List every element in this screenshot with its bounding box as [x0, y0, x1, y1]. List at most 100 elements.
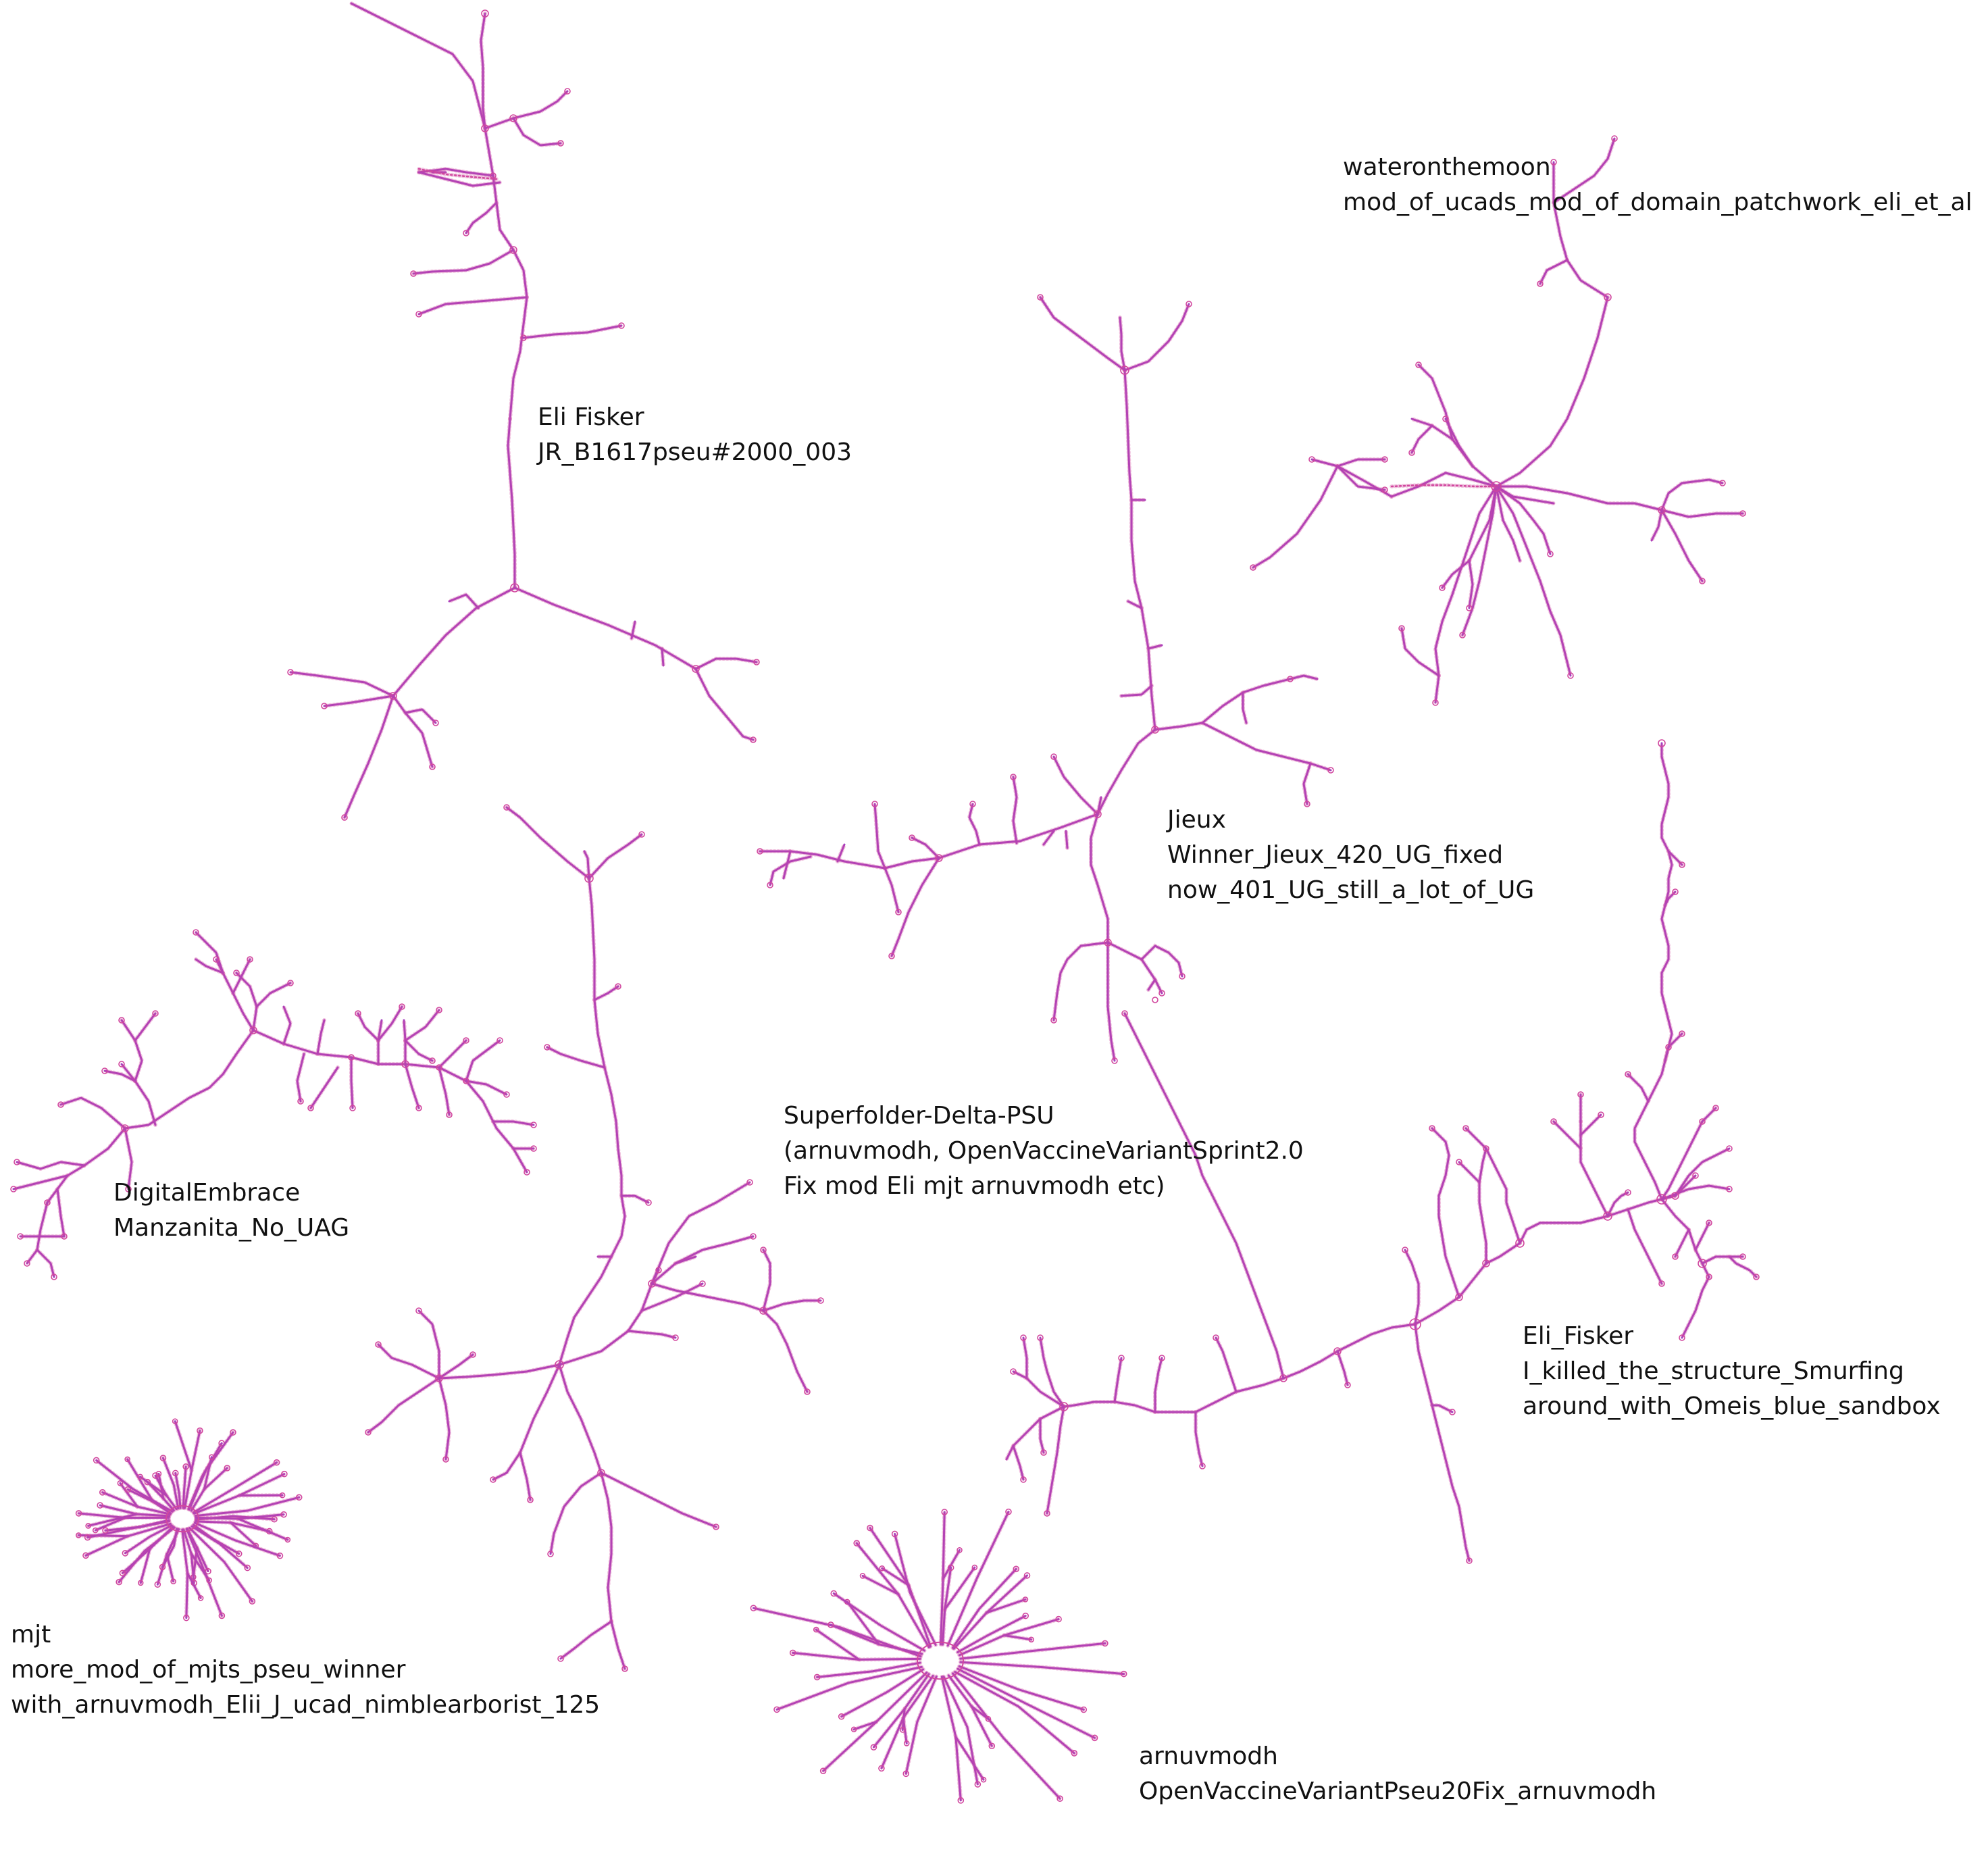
hairpin-loop: [197, 1595, 204, 1601]
base-pair-ticks: [1064, 829, 1069, 850]
helix-stem: [1119, 316, 1126, 372]
base-pair-ticks: [161, 1456, 180, 1511]
hairpin-loop: [1442, 416, 1449, 422]
design-name: JR_B1617pseu#2000_003: [538, 438, 852, 466]
hairpin-loop: [341, 814, 348, 821]
helix-stem: [674, 1255, 697, 1265]
hairpin-loop: [510, 583, 519, 593]
hairpin-loop: [116, 1578, 122, 1586]
helix-stem: [944, 1566, 976, 1611]
hairpin-loop: [1409, 1318, 1421, 1330]
base-pair-ticks: [852, 1719, 879, 1732]
rna-structure-eli-fisker-jr: [287, 1, 760, 821]
helix-stem: [448, 593, 480, 609]
base-pair-ticks: [761, 1248, 772, 1313]
hairpin-loop: [436, 1007, 442, 1013]
base-pair-ticks: [694, 657, 759, 671]
hairpin-loop: [1381, 486, 1388, 493]
helix-stem: [1660, 478, 1724, 511]
helix-stem: [1434, 485, 1498, 704]
label-eli-fisker-jr: Eli Fisker JR_B1617pseu#2000_003: [538, 400, 852, 470]
hairpin-loop: [435, 1374, 443, 1382]
base-pair-ticks: [185, 1571, 203, 1601]
base-pair-ticks: [513, 586, 698, 671]
helix-stem: [36, 1249, 55, 1278]
helix-stem: [87, 1513, 138, 1527]
base-pair-ticks: [103, 1069, 137, 1083]
helix-stem: [343, 695, 394, 819]
helix-stem: [1106, 941, 1163, 995]
helix-stem: [651, 1235, 755, 1285]
base-pair-ticks: [93, 1515, 128, 1533]
helix-stem: [484, 90, 569, 130]
helix-stem: [1464, 1127, 1521, 1244]
helix-stem: [350, 1056, 354, 1109]
designer-name: wateronthemoon: [1343, 153, 1551, 181]
multiloop-hub: [917, 1641, 964, 1680]
hairpin-loop: [1050, 1017, 1057, 1024]
helix-stem: [1468, 559, 1474, 609]
design-name: Manzanita_No_UAG: [113, 1214, 350, 1242]
base-pair-ticks: [234, 971, 259, 1032]
hairpin-loop: [1333, 1347, 1342, 1355]
hairpin-loop: [1753, 1274, 1760, 1280]
base-pair-ticks: [194, 957, 225, 975]
base-pair-ticks: [1700, 1255, 1745, 1265]
hairpin-loop: [1482, 1259, 1490, 1267]
base-pair-ticks: [187, 1430, 235, 1512]
helix-stem: [762, 1309, 809, 1393]
hairpin-loop: [969, 801, 976, 807]
hairpin-loop: [213, 956, 220, 963]
base-pair-ticks: [437, 1065, 451, 1117]
base-pair-ticks: [236, 1517, 290, 1542]
base-pair-ticks: [1106, 940, 1117, 1063]
base-pair-ticks: [1430, 1126, 1461, 1299]
base-pair-ticks: [958, 1660, 1126, 1676]
hairpin-loop: [1020, 1334, 1027, 1341]
base-pair-ticks: [55, 1187, 66, 1238]
hairpin-loop: [597, 1469, 605, 1477]
base-pair-ticks: [557, 1363, 603, 1475]
hairpin-loop: [44, 1199, 51, 1206]
helix-stem: [187, 1442, 223, 1511]
hairpin-loop: [1547, 551, 1554, 557]
hairpin-loop: [1466, 1557, 1473, 1564]
helix-stem: [1065, 830, 1069, 849]
base-pair-ticks: [957, 1664, 1086, 1712]
hairpin-loop: [804, 1388, 811, 1395]
hairpin-loop: [750, 1605, 757, 1611]
base-pair-ticks: [768, 855, 813, 887]
helix-stem: [970, 1705, 990, 1720]
base-pair-ticks: [295, 1052, 306, 1103]
base-pair-ticks: [845, 1599, 881, 1646]
base-pair-ticks: [521, 324, 623, 340]
helix-stem: [120, 1019, 143, 1082]
helix-stem: [1123, 1012, 1285, 1380]
hairpin-loop: [1598, 1111, 1604, 1118]
hairpin-loop: [1671, 1192, 1679, 1200]
helix-stem: [1242, 691, 1248, 724]
hairpin-loop: [941, 1509, 948, 1515]
hairpin-loop: [1455, 1293, 1463, 1301]
helix-stem: [815, 1628, 861, 1661]
base-pair-ticks: [946, 1509, 1011, 1648]
hairpin-loop: [1151, 726, 1159, 734]
base-pair-ticks: [25, 1201, 49, 1265]
base-pair-ticks: [437, 1353, 475, 1380]
designer-name: DigitalEmbrace: [113, 1179, 301, 1207]
hairpin-loop: [183, 1614, 190, 1621]
helix-stem: [195, 931, 224, 974]
rna-structure-wateronthemoon: [1250, 135, 1746, 706]
helix-stem: [1096, 728, 1156, 815]
helix-stem: [951, 1567, 1017, 1649]
helix-stem: [901, 1707, 906, 1731]
base-pair-ticks: [391, 586, 517, 698]
helix-stem: [904, 1676, 938, 1775]
base-pair-ticks: [1403, 1248, 1421, 1326]
helix-stem: [951, 1672, 1061, 1800]
base-pair-ticks: [376, 1005, 404, 1042]
hairpin-loop: [276, 1552, 284, 1559]
base-pair-ticks: [1123, 368, 1157, 732]
helix-stem: [289, 671, 394, 697]
helix-stem: [404, 708, 437, 724]
